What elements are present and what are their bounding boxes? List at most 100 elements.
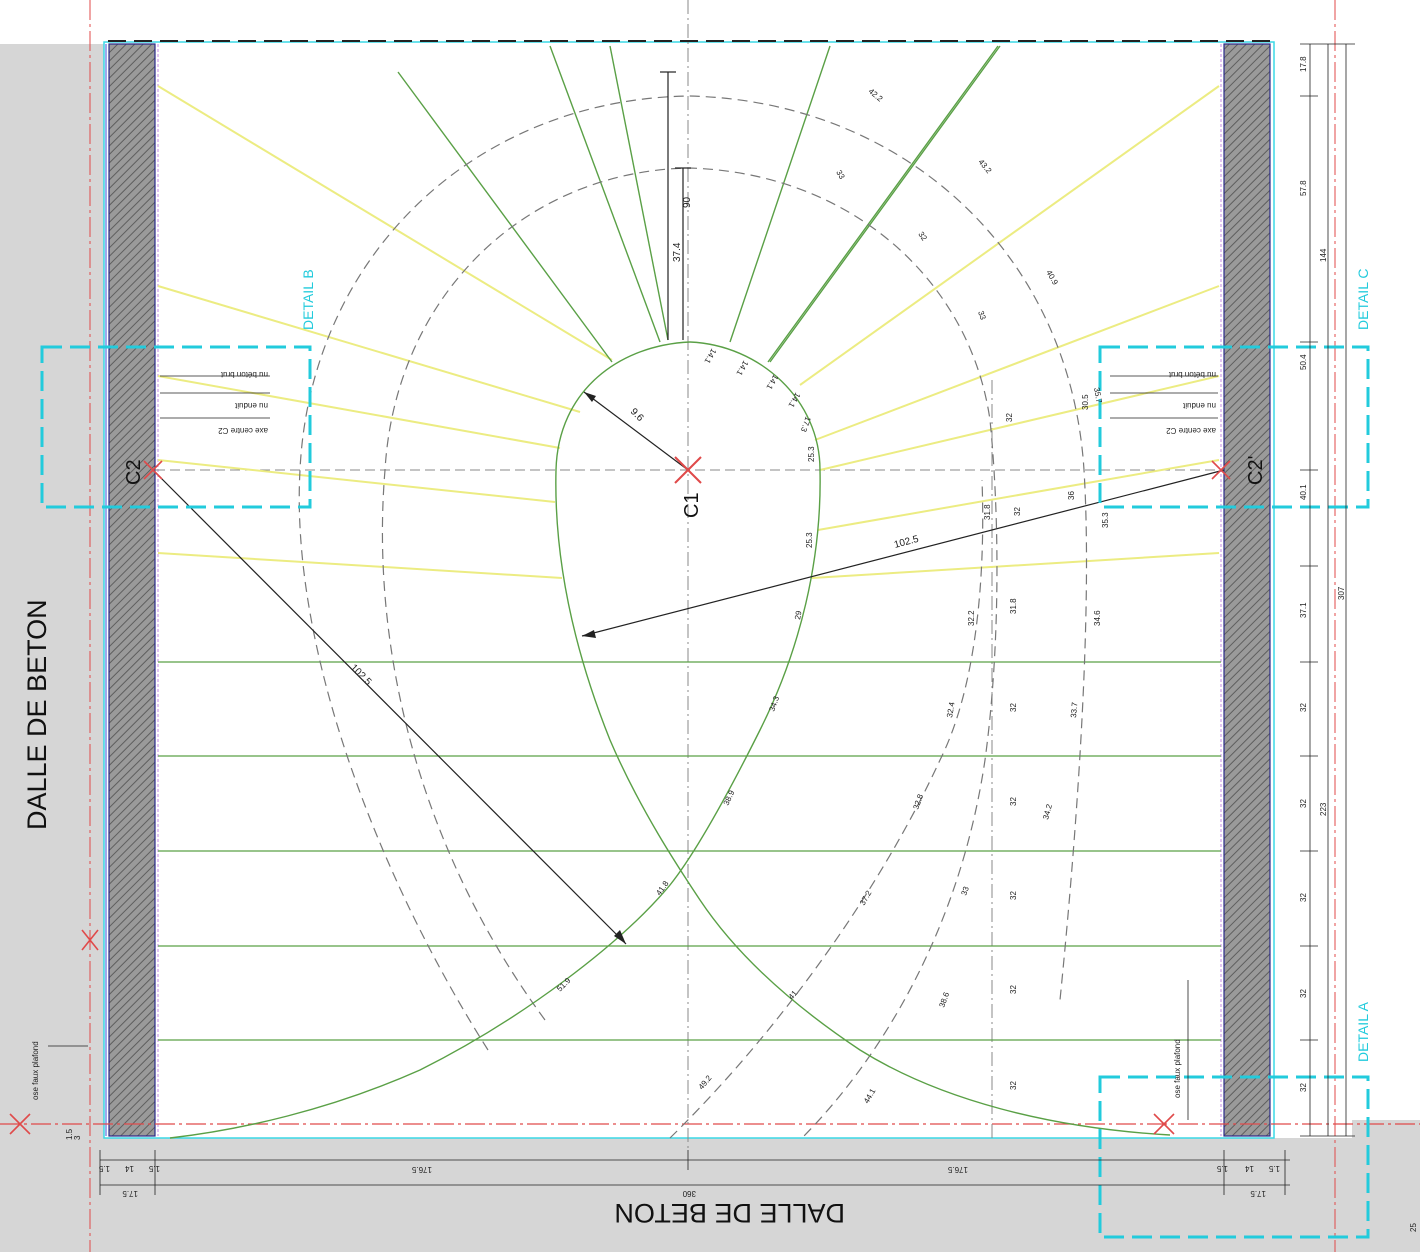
dim-right-overall: 307 bbox=[1337, 586, 1346, 600]
dim-outer-8: 32 bbox=[1009, 891, 1018, 900]
detail-c-enduit-label: nu enduit bbox=[1182, 401, 1216, 410]
dim-right-chain-0: 17.8 bbox=[1299, 56, 1308, 72]
dim-mid-8: 41 bbox=[787, 988, 800, 1001]
dim-outer-5: 31.8 bbox=[1009, 598, 1018, 614]
dim-bottom-right-side: 17.5 bbox=[1250, 1189, 1266, 1198]
dim-mid-5: 32.4 bbox=[945, 701, 957, 718]
detail-c-label: DETAIL C bbox=[1355, 269, 1371, 330]
dim-mid-3: 30.5 bbox=[1081, 394, 1090, 410]
dim-inner-8: 34.3 bbox=[767, 694, 781, 712]
dim-arc-6: 36 bbox=[1067, 491, 1076, 500]
right-hatched-wall bbox=[1223, 43, 1271, 1137]
detail-b-label: DETAIL B bbox=[300, 269, 316, 330]
arrow-c1 bbox=[584, 392, 596, 402]
dim-inner-1: 14.1 bbox=[734, 359, 750, 377]
dim-left-small-1: 3 bbox=[73, 1135, 82, 1140]
dim-c2-radius: 102.5 bbox=[348, 662, 374, 688]
c2-cross-icon bbox=[143, 460, 163, 480]
dim-right-chain-1: 57.8 bbox=[1299, 180, 1308, 196]
detail-b-axe-label: axe centre C2 bbox=[218, 426, 268, 435]
dim-outer-2: 32 bbox=[1005, 413, 1014, 422]
dim-inner-9: 38.9 bbox=[722, 788, 737, 806]
faux-plafond-left-label: ose faux plafond bbox=[31, 1041, 40, 1100]
dim-left-small-0: 1.5 bbox=[65, 1128, 74, 1140]
dim-outer-7: 32 bbox=[1009, 797, 1018, 806]
dim-bottom-right-part-1: 1.5 bbox=[1216, 1164, 1228, 1173]
detail-c-axe-label: axe centre C2 bbox=[1166, 426, 1216, 435]
dim-bottom-right-part-3: 1.5 bbox=[1268, 1164, 1280, 1173]
dim-outer-3: 32 bbox=[1013, 507, 1022, 516]
dim-inner-0: 14.1 bbox=[702, 347, 718, 365]
dim-right-144: 144 bbox=[1319, 248, 1328, 262]
detail-a-box bbox=[1098, 1075, 1370, 1239]
dim-bottom-overall: 360 bbox=[682, 1189, 696, 1198]
dim-inner-3: 14.1 bbox=[786, 391, 802, 409]
faux-plafond-right-label: ose faux plafond bbox=[1173, 1039, 1182, 1098]
arrow-c2p bbox=[582, 630, 596, 638]
dim-top-offset: 37.4 bbox=[672, 242, 683, 262]
arrow-c2 bbox=[614, 930, 626, 944]
dim-top-radius: 90 bbox=[682, 196, 693, 208]
dim-outer-9: 32 bbox=[1009, 985, 1018, 994]
dim-arc-0: 40.9 bbox=[1044, 269, 1060, 287]
corner-mark-label: 25 bbox=[1409, 1223, 1418, 1232]
dim-right-223: 223 bbox=[1319, 802, 1328, 816]
dim-right-chain-6: 32 bbox=[1299, 799, 1308, 808]
detail-b-annotation-lines bbox=[48, 375, 1218, 1120]
dim-arc-2: 35.3 bbox=[1101, 512, 1110, 528]
dim-mid-4: 32.2 bbox=[967, 610, 976, 626]
dim-right-chain-3: 40.1 bbox=[1299, 484, 1308, 500]
c2-label: C2 bbox=[123, 459, 145, 485]
bottom-concrete-slab bbox=[0, 1138, 1420, 1252]
detail-b-box bbox=[40, 345, 312, 509]
dim-bottom-left-part-1: 1.5 bbox=[98, 1164, 110, 1173]
green-stringer-curves bbox=[169, 341, 1171, 1139]
dim-inner-4: 17.3 bbox=[799, 415, 813, 433]
dim-right-chain-8: 32 bbox=[1299, 989, 1308, 998]
dim-bottom-right-part-2: 14 bbox=[1245, 1164, 1254, 1173]
dim-outer-0: 43.2 bbox=[976, 158, 993, 176]
dim-right-chain-4: 37.1 bbox=[1299, 602, 1308, 618]
detail-b-beton-label: nu béton brut bbox=[220, 370, 268, 379]
dim-mid-11: 38.6 bbox=[937, 990, 951, 1008]
slab-bottom-label: DALLE DE BETON bbox=[614, 1198, 845, 1228]
left-axis-cross-icon bbox=[9, 929, 1175, 1135]
detail-b-enduit-label: nu enduit bbox=[234, 401, 268, 410]
dim-inner-7: 29 bbox=[793, 609, 804, 620]
dim-inner-5: 25.3 bbox=[807, 446, 816, 462]
dim-arc-5: 34.2 bbox=[1041, 803, 1054, 821]
dim-bottom-left-part-3: 1.5 bbox=[148, 1164, 160, 1173]
detail-boxes bbox=[40, 345, 1370, 1239]
dim-outer-4: 31.8 bbox=[983, 504, 992, 520]
dim-bottom-left-part-2: 14 bbox=[125, 1164, 134, 1173]
detail-c-box bbox=[1098, 345, 1370, 509]
radius-leaders bbox=[152, 71, 1225, 945]
dim-outer-11: 33 bbox=[959, 885, 971, 897]
detail-c-beton-label: nu béton brut bbox=[1168, 370, 1216, 379]
dim-outer-10: 32 bbox=[1009, 1081, 1018, 1090]
dim-outer-1: 33 bbox=[976, 310, 988, 322]
dim-arc-1: 35.7 bbox=[1092, 387, 1104, 404]
dim-mid-7: 37.2 bbox=[858, 889, 874, 907]
bottom-dimension-lines bbox=[99, 1150, 1290, 1195]
dim-bottom-left-side: 17.5 bbox=[122, 1189, 138, 1198]
dim-arc-4: 33.7 bbox=[1069, 701, 1079, 718]
c2-prime-cross-icon bbox=[1211, 460, 1231, 480]
dim-mid-1: 33 bbox=[834, 169, 847, 182]
left-hatched-wall bbox=[108, 43, 156, 1137]
detail-a-label: DETAIL A bbox=[1355, 1001, 1371, 1062]
dim-inner-2: 14.1 bbox=[764, 373, 780, 391]
c1-label: C1 bbox=[681, 492, 703, 518]
dim-bottom-right-half: 176.5 bbox=[947, 1165, 968, 1174]
left-concrete-slab bbox=[0, 44, 104, 1252]
dim-mid-2: 32 bbox=[916, 230, 929, 243]
green-radial-treads bbox=[397, 45, 1001, 363]
dim-outer-6: 32 bbox=[1009, 703, 1018, 712]
yellow-treads bbox=[157, 85, 1220, 579]
dim-right-chain-9: 32 bbox=[1299, 1083, 1308, 1092]
c1-cross-icon bbox=[674, 456, 702, 484]
dim-mid-0: 42.2 bbox=[867, 87, 885, 104]
dim-inner-6: 25.3 bbox=[805, 532, 814, 548]
right-dimension-lines bbox=[1300, 43, 1355, 1137]
